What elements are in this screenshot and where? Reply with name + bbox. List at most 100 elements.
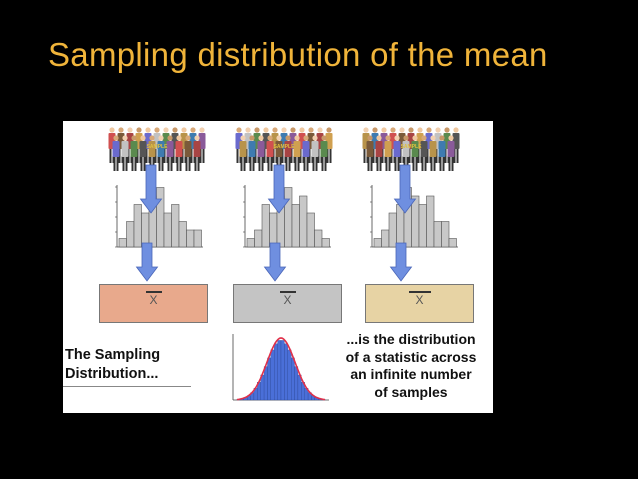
person-figure xyxy=(184,135,192,171)
caption-divider xyxy=(63,386,191,387)
sample-histogram-3 xyxy=(370,185,458,248)
person-figure xyxy=(257,135,265,171)
sample-mean-box-3: X xyxy=(365,284,474,323)
people-group-image-3: SAMPLE xyxy=(362,127,460,171)
histogram-bar xyxy=(284,187,293,248)
person-figure xyxy=(121,135,129,171)
person-figure xyxy=(248,135,256,171)
histogram-bar xyxy=(321,238,330,248)
sample-histogram-2 xyxy=(243,185,331,248)
histogram-bar xyxy=(381,229,390,248)
histogram-bar xyxy=(314,229,323,248)
person-figure xyxy=(393,135,401,171)
sampling-bar xyxy=(291,357,295,401)
person-figure xyxy=(166,135,174,171)
sampling-bar xyxy=(270,349,275,401)
histogram-bar xyxy=(276,195,285,248)
person-figure xyxy=(148,135,156,171)
right-caption: ...is the distribution of a statistic ac… xyxy=(329,331,493,401)
person-figure xyxy=(266,135,274,171)
sampling-bar xyxy=(263,366,268,401)
left-caption-line: The Sampling xyxy=(65,347,161,363)
person-figure xyxy=(429,135,437,171)
person-figure xyxy=(302,135,310,171)
histogram-bar xyxy=(388,212,397,248)
person-figure xyxy=(402,135,410,171)
sample-label: SAMPLE xyxy=(274,144,296,150)
person-figure xyxy=(239,135,247,171)
histogram-bar xyxy=(156,187,165,248)
diagram-panel: SAMPLE SAMPLE SAMPLE X X X The Sampling … xyxy=(63,121,493,413)
histogram-bar xyxy=(178,221,187,248)
histogram-bar xyxy=(261,204,270,248)
sampling-bar xyxy=(294,366,299,401)
histogram-bar xyxy=(254,229,263,248)
person-figure xyxy=(193,135,201,171)
histogram-bar xyxy=(306,212,315,248)
histogram-bar xyxy=(299,195,308,248)
sample-label: SAMPLE xyxy=(401,144,423,150)
histogram-bar xyxy=(441,221,450,248)
person-figure xyxy=(284,135,292,171)
sampling-bar xyxy=(284,343,288,401)
histogram-bar xyxy=(171,204,180,248)
person-figure xyxy=(157,135,165,171)
person-figure xyxy=(420,135,428,171)
person-figure xyxy=(139,135,147,171)
sample-mean-box-1: X xyxy=(99,284,208,323)
x-bar-symbol: X xyxy=(100,291,207,307)
sampling-bar xyxy=(287,349,292,401)
histogram-bar xyxy=(141,212,150,248)
histogram-bar xyxy=(418,204,427,248)
sample-label: SAMPLE xyxy=(147,144,169,150)
histogram-bar xyxy=(448,238,457,248)
person-figure xyxy=(112,135,120,171)
histogram-bar xyxy=(133,204,142,248)
person-figure xyxy=(438,135,446,171)
histogram-bar xyxy=(148,195,157,248)
people-group-image-2: SAMPLE xyxy=(235,127,333,171)
histogram-bar xyxy=(403,187,412,248)
person-figure xyxy=(275,135,283,171)
histogram-bar xyxy=(426,195,435,248)
histogram-bar xyxy=(246,238,255,248)
x-bar-symbol: X xyxy=(366,291,473,307)
sample-histogram-1 xyxy=(115,185,203,248)
histogram-bar xyxy=(118,238,127,248)
sampling-bar xyxy=(280,340,285,401)
right-caption-line: of a statistic across xyxy=(345,348,477,365)
person-figure xyxy=(411,135,419,171)
person-figure xyxy=(175,135,183,171)
right-caption-line: an infinite number xyxy=(350,366,472,382)
people-group-image-1: SAMPLE xyxy=(108,127,206,171)
sampling-distribution-histogram xyxy=(232,334,329,401)
person-figure xyxy=(311,135,319,171)
histogram-bar xyxy=(163,212,172,248)
person-figure xyxy=(447,135,455,171)
person-figure xyxy=(384,135,392,171)
person-figure xyxy=(130,135,138,171)
histogram-bar xyxy=(291,204,300,248)
histogram-bar xyxy=(433,221,442,248)
slide-title: Sampling distribution of the mean xyxy=(48,36,548,73)
person-figure xyxy=(320,135,328,171)
sampling-bar xyxy=(277,340,282,401)
histogram-bar xyxy=(411,195,420,248)
left-caption-line: Distribution... xyxy=(65,366,159,382)
right-caption-line: of samples xyxy=(374,383,448,400)
x-bar-symbol: X xyxy=(234,291,341,307)
person-figure xyxy=(293,135,301,171)
histogram-bar xyxy=(193,229,202,248)
person-figure xyxy=(375,135,383,171)
histogram-bar xyxy=(396,204,405,248)
right-caption-line: ...is the distribution xyxy=(346,331,476,347)
histogram-bar xyxy=(269,212,278,248)
histogram-bar xyxy=(126,221,135,248)
sample-mean-box-2: X xyxy=(233,284,342,323)
histogram-bar xyxy=(373,238,382,248)
left-caption: The Sampling Distribution... xyxy=(65,346,187,384)
sampling-bar xyxy=(267,357,271,401)
person-figure xyxy=(366,135,374,171)
histogram-bar xyxy=(186,229,195,248)
normal-curve xyxy=(236,337,326,401)
